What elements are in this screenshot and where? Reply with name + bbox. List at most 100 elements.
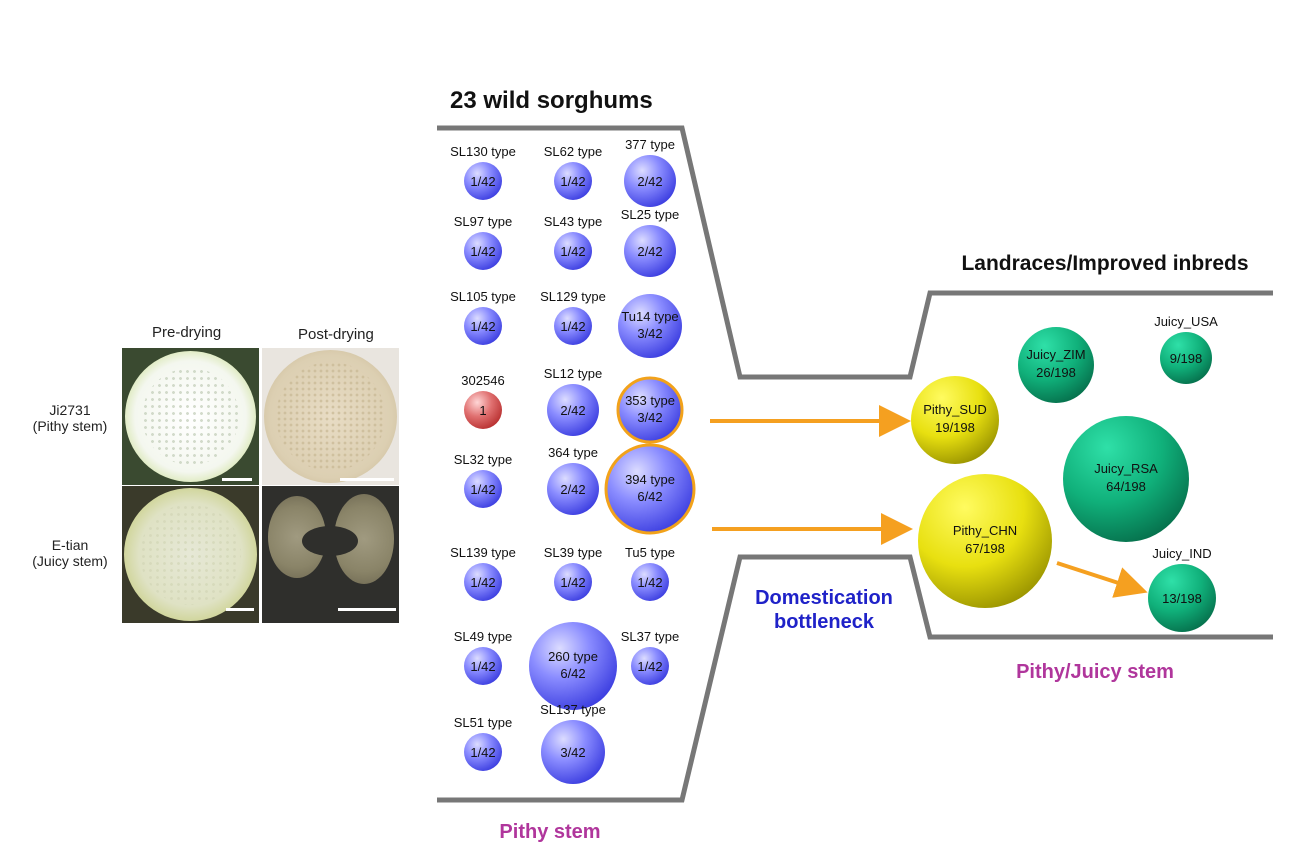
bubble-value: 26/198: [1036, 365, 1076, 380]
scale-bar: [226, 608, 254, 611]
funnel-outline: [437, 125, 1273, 803]
bubble-value: 13/198: [1162, 591, 1202, 606]
bubble-value: 2/42: [560, 482, 585, 497]
bubble-label: SL105 type: [450, 289, 516, 304]
bubble-value: 9/198: [1170, 351, 1203, 366]
bottleneck-line2: bottleneck: [774, 611, 875, 633]
bubble-label: SL137 type: [540, 702, 606, 717]
bubble-label: 353 type: [625, 393, 675, 408]
landraces-title: Landraces/Improved inbreds: [961, 252, 1248, 275]
bottleneck-line1: Domestication: [755, 587, 893, 609]
wild-bubble: SL32 type 1/42: [454, 452, 513, 508]
bubble-value: 1/42: [470, 319, 495, 334]
bubble-circle: [918, 474, 1052, 608]
bubble-value: 1/42: [637, 659, 662, 674]
bubble-label: Tu14 type: [621, 309, 678, 324]
row-type: (Pithy stem): [32, 418, 108, 434]
wild-bubble: 364 type 2/42: [547, 445, 599, 515]
bubble-circle: [464, 733, 502, 771]
bubble-circle: [541, 720, 605, 784]
landrace-bubble: Juicy_IND 13/198: [1148, 546, 1216, 632]
bubble-circle: [624, 155, 676, 207]
photo-ji2731-pre-drying: [122, 348, 259, 485]
bubble-circle: [631, 563, 669, 601]
wild-bubble: SL137 type 3/42: [540, 702, 606, 784]
col-header-post-drying: Post-drying: [298, 326, 374, 343]
bubble-value: 3/42: [560, 745, 585, 760]
bubble-circle: [554, 162, 592, 200]
bubble-label: SL130 type: [450, 144, 516, 159]
bubble-circle: [547, 463, 599, 515]
bubble-circle: [554, 232, 592, 270]
bubble-label: SL51 type: [454, 715, 513, 730]
bubble-value: 1/42: [470, 745, 495, 760]
landraces-footer: Pithy/Juicy stem: [1016, 661, 1174, 683]
bubble-circle: [464, 307, 502, 345]
row-label-e-tian: E-tian (Juicy stem): [20, 537, 120, 569]
row-name: Ji2731: [49, 402, 91, 418]
bubble-label: SL25 type: [621, 207, 680, 222]
bubble-value: 1/42: [560, 319, 585, 334]
bubble-circle: [464, 563, 502, 601]
bubble-label: SL139 type: [450, 545, 516, 560]
row-type: (Juicy stem): [32, 553, 108, 569]
bubble-value: 2/42: [560, 403, 585, 418]
wild-bubble: SL37 type 1/42: [621, 629, 680, 685]
bubble-label: 302546: [461, 373, 504, 388]
bubble-value: 1/42: [470, 482, 495, 497]
bubble-circle: [1160, 332, 1212, 384]
bubble-value: 64/198: [1106, 479, 1146, 494]
photo-e-tian-pre-drying: [122, 486, 259, 623]
wild-bubble: Tu14 type 3/42: [618, 294, 682, 358]
bubble-value: 67/198: [965, 541, 1005, 556]
photo-ji2731-post-drying: [262, 348, 399, 485]
bubble-label: SL43 type: [544, 214, 603, 229]
row-name: E-tian: [51, 537, 89, 553]
wild-bubble: 377 type 2/42: [624, 137, 676, 207]
bubble-value: 1/42: [560, 244, 585, 259]
bubble-label: Juicy_IND: [1152, 546, 1211, 561]
bubble-circle: [618, 294, 682, 358]
wild-footer: Pithy stem: [499, 821, 600, 843]
bubble-label: 364 type: [548, 445, 598, 460]
bubble-label: SL32 type: [454, 452, 513, 467]
bubble-circle: [1018, 327, 1094, 403]
wild-bubble: SL51 type 1/42: [454, 715, 513, 771]
bubble-label: 260 type: [548, 649, 598, 664]
bubble-circle: [631, 647, 669, 685]
bubble-label: SL62 type: [544, 144, 603, 159]
highlighted-bubble-circle: [604, 443, 696, 535]
bubble-label: Juicy_RSA: [1094, 461, 1158, 476]
wild-bubble: SL105 type 1/42: [450, 289, 516, 345]
bubble-value: 2/42: [637, 174, 662, 189]
highlighted-bubble-circle: [616, 376, 684, 444]
wild-funnel-top: [437, 125, 1273, 380]
bubble-label: Pithy_SUD: [923, 402, 987, 417]
arrow-chn-to-ind: [1056, 561, 1148, 598]
bubble-value: 2/42: [637, 244, 662, 259]
bubble-circle: [554, 563, 592, 601]
bubble-label: SL37 type: [621, 629, 680, 644]
bubble-circle: [529, 622, 617, 710]
bubble-circle: [464, 391, 502, 429]
bubble-label: 377 type: [625, 137, 675, 152]
arrows: [710, 405, 1148, 598]
bubble-value: 3/42: [637, 326, 662, 341]
bubble-value: 3/42: [637, 410, 662, 425]
bubble-circle: [911, 376, 999, 464]
